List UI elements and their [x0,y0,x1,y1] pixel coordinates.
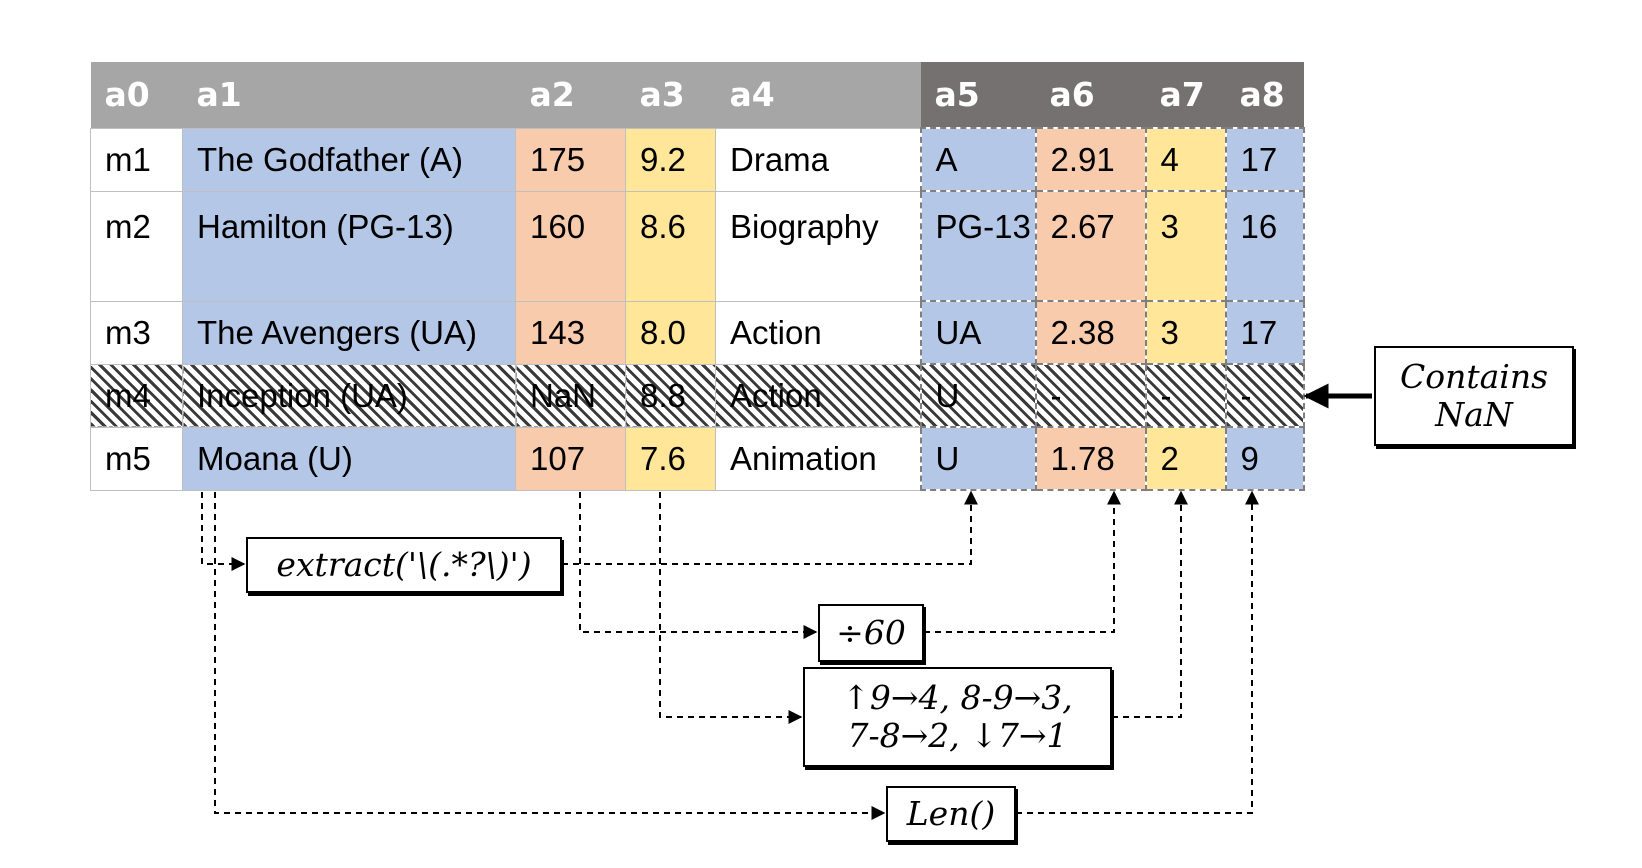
cell-a7: 2 [1144,426,1227,491]
cell-a3: 7.6 [625,426,716,491]
cell-a2: 107 [515,426,626,491]
cell-a4: Action [715,300,921,365]
cell-a1: Hamilton (PG-13) [182,190,516,302]
cell-a2: 143 [515,300,626,365]
header-a2: a2 [515,62,626,128]
edge-a3-to-bins [659,492,803,724]
cell-a7: 4 [1144,127,1227,192]
cell-a1: Moana (U) [182,426,516,491]
header-a4: a4 [715,62,921,128]
cell-a5: UA [919,300,1037,365]
header-a6: a6 [1035,62,1146,128]
cell-a6: 2.91 [1034,127,1147,192]
cell-a3: 8.6 [625,190,716,302]
cell-a4: Drama [715,127,921,192]
cell-a3: 8.8 [625,363,716,428]
cell-a0: m2 [90,190,183,302]
cell-a6: 1.78 [1034,426,1147,491]
cell-a5: A [919,127,1037,192]
cell-a6: - [1034,363,1147,428]
bins-box: ↑9→4, 8-9→3, 7-8→2, ↓7→1 [803,667,1112,767]
header-a5: a5 [920,62,1036,128]
nan-note-text: Contains NaN [1399,357,1549,434]
cell-a1: Inception (UA) [182,363,516,428]
extract-box: extract('\(.*?\)') [246,537,562,593]
header-a0: a0 [90,62,183,128]
extract-text: extract('\(.*?\)') [276,545,532,584]
edge-a1-to-len [214,492,886,820]
cell-a3: 9.2 [625,127,716,192]
len-text: Len() [906,794,996,833]
cell-a8: 16 [1224,190,1305,302]
header-a3: a3 [625,62,716,128]
cell-a8: - [1224,363,1305,428]
cell-a8: 9 [1224,426,1305,491]
header-a1: a1 [182,62,516,128]
cell-a7: 3 [1144,300,1227,365]
edge-a1-to-extract [201,492,246,571]
cell-a0: m5 [90,426,183,491]
header-row: a0 a1 a2 a3 a4 a5 a6 a7 a8 [90,62,1304,128]
cell-a1: The Avengers (UA) [182,300,516,365]
cell-a0: m1 [90,127,183,192]
cell-a7: 3 [1144,190,1227,302]
len-box: Len() [886,786,1016,842]
edge-bins-to-a7 [1112,490,1188,718]
nan-note-box: Contains NaN [1374,346,1574,446]
cell-a7: - [1144,363,1227,428]
cell-a1: The Godfather (A) [182,127,516,192]
header-a7: a7 [1145,62,1226,128]
divide-box: ÷60 [818,604,924,662]
cell-a6: 2.67 [1034,190,1147,302]
cell-a5: U [919,426,1037,491]
edge-divide-to-a6 [924,490,1121,633]
cell-a2: 160 [515,190,626,302]
cell-a4: Action [715,363,921,428]
edge-len-to-a8 [1016,490,1259,814]
cell-a5: PG-13 [919,190,1037,302]
cell-a6: 2.38 [1034,300,1147,365]
cell-a2: 175 [515,127,626,192]
cell-a0: m4 [90,363,183,428]
edge-a2-to-divide [579,492,818,639]
cell-a8: 17 [1224,127,1305,192]
cell-a8: 17 [1224,300,1305,365]
divide-text: ÷60 [836,613,906,652]
header-a8: a8 [1225,62,1304,128]
edge-extract-to-a5 [562,490,978,565]
bins-text: ↑9→4, 8-9→3, 7-8→2, ↓7→1 [842,678,1073,755]
cell-a3: 8.0 [625,300,716,365]
cell-a5: U [919,363,1037,428]
cell-a4: Animation [715,426,921,491]
cell-a2: NaN [515,363,626,428]
